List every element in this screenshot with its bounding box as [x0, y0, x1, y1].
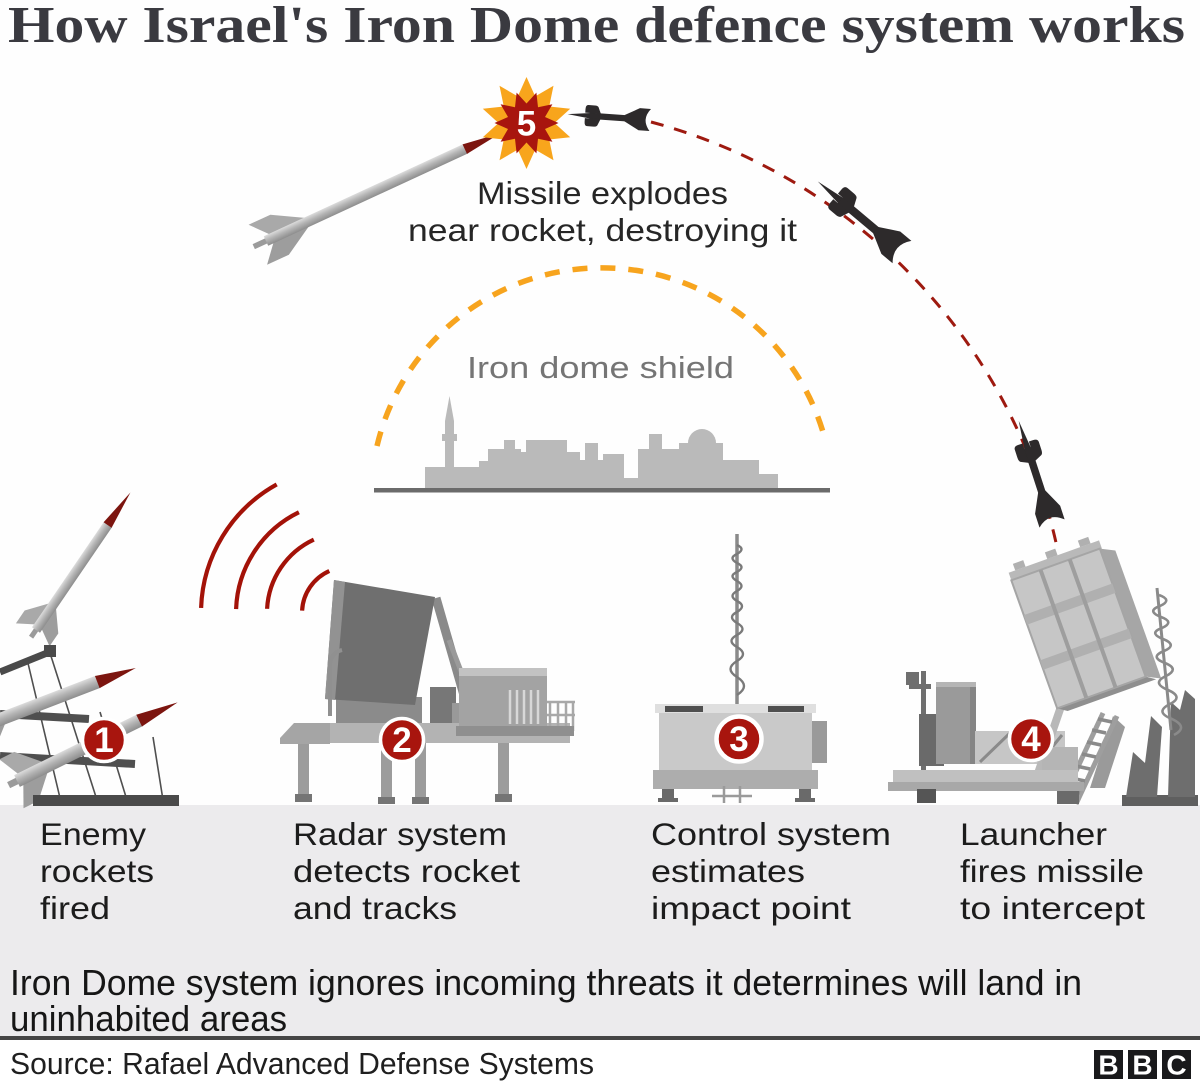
svg-text:fired: fired: [40, 890, 110, 926]
svg-text:1: 1: [94, 721, 113, 760]
svg-text:rockets: rockets: [40, 853, 154, 889]
svg-text:Radar system: Radar system: [293, 816, 507, 852]
svg-text:to intercept: to intercept: [960, 890, 1145, 926]
svg-text:Iron dome shield: Iron dome shield: [467, 350, 734, 385]
svg-text:near rocket, destroying it: near rocket, destroying it: [408, 212, 797, 248]
svg-text:4: 4: [1021, 720, 1041, 759]
svg-text:Control system: Control system: [651, 816, 891, 852]
svg-text:How Israel's Iron Dome defence: How Israel's Iron Dome defence system wo…: [8, 0, 1185, 54]
svg-text:and tracks: and tracks: [293, 890, 457, 926]
svg-text:2: 2: [392, 721, 411, 760]
svg-text:B: B: [1132, 1050, 1152, 1081]
svg-text:Missile explodes: Missile explodes: [477, 175, 728, 211]
svg-text:B: B: [1098, 1050, 1118, 1081]
svg-text:Iron Dome system ignores incom: Iron Dome system ignores incoming threat…: [10, 962, 1082, 1003]
svg-text:C: C: [1166, 1050, 1186, 1081]
svg-text:fires missile: fires missile: [960, 853, 1144, 889]
svg-text:impact point: impact point: [651, 890, 851, 926]
svg-text:Launcher: Launcher: [960, 816, 1107, 852]
svg-text:uninhabited areas: uninhabited areas: [10, 998, 287, 1039]
svg-text:detects rocket: detects rocket: [293, 853, 520, 889]
svg-text:3: 3: [729, 720, 748, 759]
svg-text:Enemy: Enemy: [40, 816, 146, 852]
svg-text:5: 5: [517, 105, 536, 144]
svg-text:Source: Rafael Advanced Defens: Source: Rafael Advanced Defense Systems: [10, 1047, 594, 1081]
svg-text:estimates: estimates: [651, 853, 805, 889]
